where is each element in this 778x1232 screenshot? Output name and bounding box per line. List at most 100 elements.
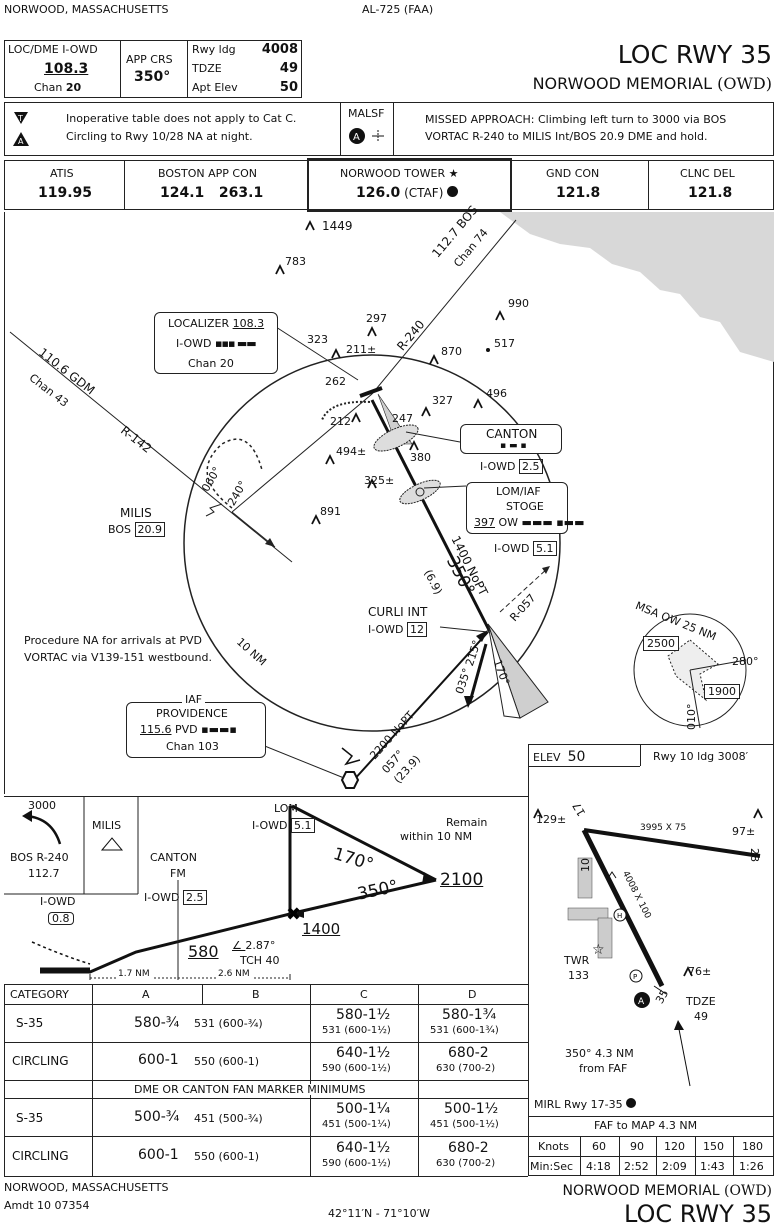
svg-text:☆: ☆ (592, 942, 605, 958)
min-s35-c2: 531 (600-1½) (322, 1025, 391, 1036)
airport-diagram (528, 744, 774, 1176)
obs-870: 870 (441, 345, 462, 358)
localizer-ident: I-OWD ▪▪▪ ▬▬ (176, 337, 257, 350)
procedure-title: LOC RWY 35 (617, 40, 772, 69)
minsec-label: Min:Sec (530, 1160, 574, 1173)
profile-tch: TCH 40 (240, 954, 280, 967)
elev-label: ELEV 50 (533, 749, 586, 765)
time-120: 2:09 (662, 1160, 687, 1173)
canton-name: CANTON (486, 427, 538, 441)
canton-box (460, 424, 562, 454)
svg-text:✖: ✖ (286, 904, 301, 925)
min-circ-ab: 600-1 (138, 1052, 179, 1068)
obs-380: 380 (410, 451, 431, 464)
obs-262: 262 (325, 375, 346, 388)
dme-minima-header: DME OR CANTON FAN MARKER MINIMUMS (130, 1084, 370, 1095)
min-s35-d2: 531 (600-1¾) (430, 1025, 499, 1036)
footer-coords: 42°11′N - 71°10′W (328, 1207, 431, 1220)
na-note: Procedure NA for arrivals at PVD VORTAC … (24, 634, 212, 664)
tower-freq: 126.0 (CTAF) (356, 186, 459, 200)
malsf-icon: A (349, 128, 384, 144)
min2-s35-cat: S-35 (16, 1111, 44, 1125)
tower-box (307, 158, 512, 212)
apt-obs-129: 129± (536, 813, 567, 826)
obs-247: 247 (392, 412, 413, 425)
knots-180: 180 (742, 1140, 763, 1153)
rwy10-note: Rwy 10 ldg 3008′ (653, 750, 749, 763)
profile-bos: BOS R-240 (10, 851, 69, 864)
min-header-c: C (360, 988, 368, 1001)
airport-layout: H P ☆ A (533, 807, 763, 1087)
obs-517: 517 (494, 337, 515, 350)
min-header-d: D (468, 988, 477, 1001)
obs-297: 297 (366, 312, 387, 325)
min-circ-c: 640-1½ (336, 1045, 391, 1061)
min-header-a: A (142, 988, 150, 1001)
obs-325: 325± (364, 474, 395, 487)
lom-line1: LOM/IAF (496, 485, 541, 498)
lom-dme: I-OWD 5.1 (494, 541, 557, 556)
knots-90: 90 (630, 1140, 644, 1153)
clnc-del-label: CLNC DEL (680, 167, 735, 180)
min-circ-cat: CIRCLING (12, 1054, 69, 1068)
tdze-label: TDZE (192, 62, 222, 75)
notes-symbols: T A (13, 112, 29, 146)
min-s35-ab: 580-¾ (134, 1015, 180, 1031)
notes-box (4, 102, 774, 156)
min2-circ-c2: 590 (600-1½) (322, 1158, 391, 1169)
profile-remain: Remain (446, 816, 488, 829)
time-60: 4:18 (586, 1160, 611, 1173)
twr-elev: 133 (568, 969, 589, 982)
min-header-b: B (252, 988, 260, 1001)
obs-1449: 1449 (322, 219, 353, 233)
timing-title: FAF to MAP 4.3 NM (594, 1119, 698, 1132)
profile-bos-freq: 112.7 (28, 867, 60, 880)
obs-211: 211± (346, 343, 377, 356)
note-line1: Inoperative table does not apply to Cat … (66, 112, 297, 125)
footer-amdt: Amdt 10 07354 (4, 1199, 90, 1212)
note-line2: Circling to Rwy 10/28 NA at night. (66, 130, 253, 143)
twr-label: TWR (564, 954, 590, 967)
obs-323: 323 (307, 333, 328, 346)
profile-0-8: 0.8 (48, 912, 74, 925)
profile-2100: 2100 (440, 870, 484, 890)
milis-name: MILIS (120, 506, 152, 520)
obs-783: 783 (285, 255, 306, 268)
obs-496: 496 (486, 387, 507, 400)
profile-milis: MILIS (92, 819, 122, 832)
chart-id: AL-725 (FAA) (362, 3, 434, 16)
min2-circ-cat: CIRCLING (12, 1149, 69, 1163)
msa-brg-010: 010° (685, 703, 698, 731)
profile-mda: 580 (188, 942, 219, 961)
lom-line2: STOGE (506, 500, 544, 513)
profile-within: within 10 NM (400, 830, 473, 843)
knots-60: 60 (592, 1140, 606, 1153)
missed-approach-text: MISSED APPROACH: Climbing left turn to 3… (425, 113, 727, 143)
min2-circ-c: 640-1½ (336, 1140, 391, 1156)
iaf-name: PROVIDENCE (156, 707, 228, 720)
footer-location: NORWOOD, MASSACHUSETTS (4, 1181, 169, 1194)
apt-elev: 50 (279, 80, 298, 95)
canton-morse: ▪ ▬ ▪ (500, 441, 527, 451)
apt-elev-label: Apt Elev (192, 81, 238, 94)
rwy-ldg: 4008 (261, 42, 298, 57)
iaf-label: IAF (182, 694, 206, 705)
app-con-freq: 124.1 263.1 (160, 185, 264, 201)
knots-label: Knots (538, 1140, 569, 1153)
min-s35-d: 580-1¾ (442, 1007, 497, 1023)
gnd-con-freq: 121.8 (556, 185, 601, 201)
apt-obs-76: 76± (688, 965, 712, 978)
svg-text:P: P (633, 973, 637, 981)
faf-note1: 350° 4.3 NM (565, 1047, 634, 1060)
profile-1400: 1400 (302, 920, 341, 938)
min2-s35-ab2: 451 (500-¾) (194, 1112, 263, 1125)
profile-lom-dme: I-OWD 5.1 (252, 818, 315, 833)
time-180: 1:26 (739, 1160, 764, 1173)
min-s35-ab2: 531 (600-¾) (194, 1017, 263, 1030)
localizer-chan: Chan 20 (188, 357, 234, 370)
localizer-line1: LOCALIZER 108.3 (168, 317, 265, 330)
svg-text:A: A (638, 997, 645, 1007)
profile-gs: ∠ 2.87° (232, 939, 276, 952)
obs-990: 990 (508, 297, 529, 310)
gnd-con-label: GND CON (546, 167, 600, 180)
